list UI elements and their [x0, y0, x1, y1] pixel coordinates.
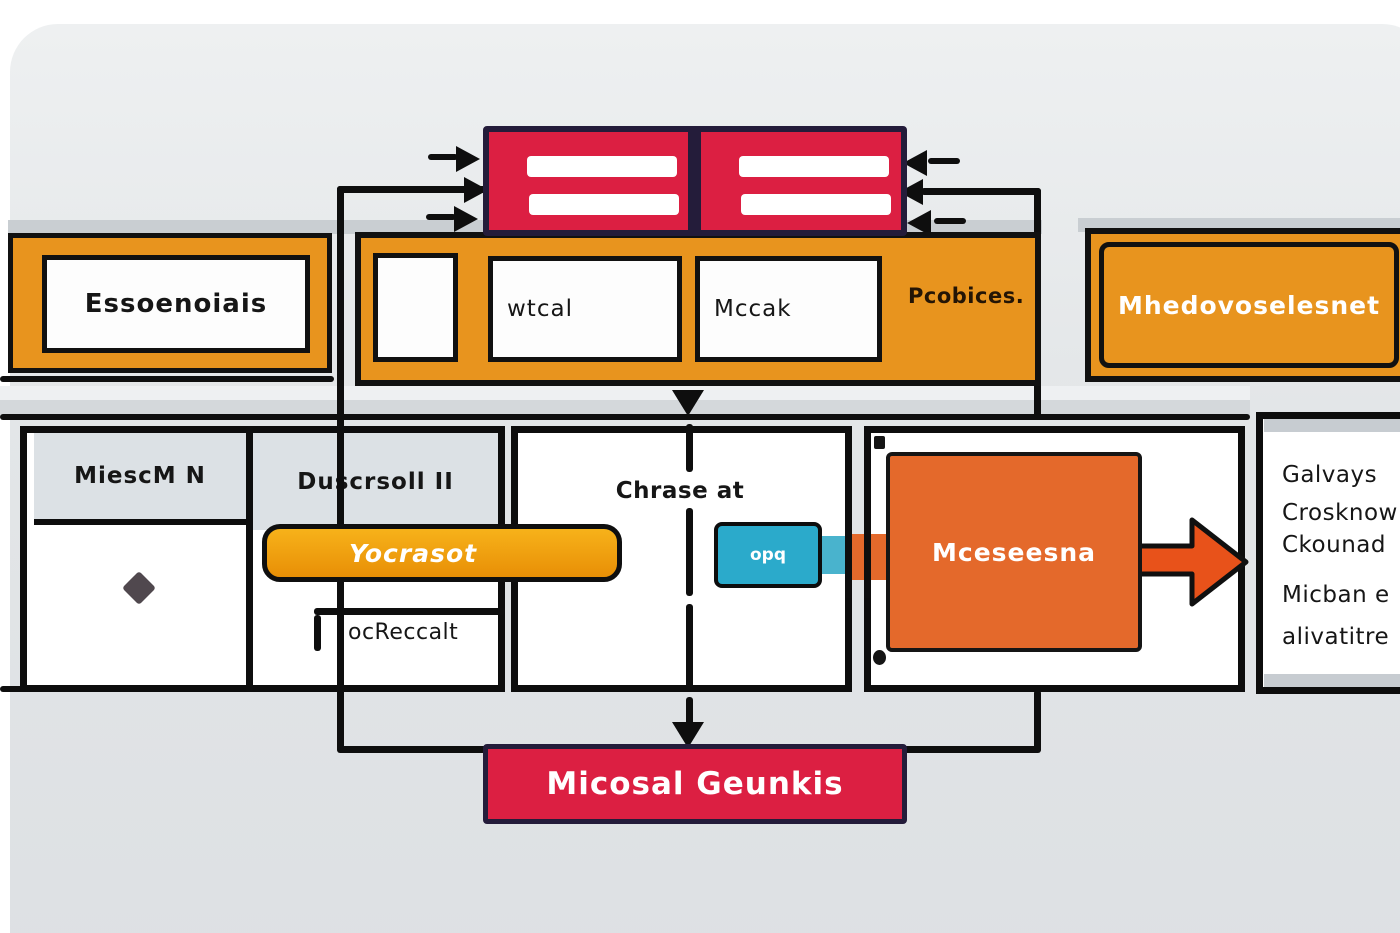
midband-top-line	[0, 414, 1250, 420]
panel-right-list	[1256, 412, 1400, 694]
arrow-left-icon	[903, 150, 927, 176]
top-center-cell-b: Mccak	[695, 256, 882, 362]
connector-bottom-right-horizontal	[901, 746, 1041, 753]
connector-top-right-horizontal	[921, 188, 1041, 195]
amber-bar: Yocrasot	[262, 524, 622, 582]
panel-left-col2-header: Duscrsoll II	[253, 433, 498, 530]
record-row-top-line	[314, 608, 505, 615]
bottom-red-banner: Micosal Geunkis	[483, 744, 907, 824]
right-list-line-1: Galvays	[1282, 462, 1378, 488]
arrow-right-icon	[454, 206, 478, 232]
process-box: Mceseesna	[886, 452, 1142, 652]
corner-dot-bottom	[873, 650, 886, 665]
panel-left-col1-header: MiescM N	[34, 433, 246, 525]
panel-left-column-divider	[246, 426, 253, 692]
panel-right-top-strip	[1264, 419, 1400, 432]
top-right-orange-box: Mhedovoselesnet	[1085, 228, 1400, 382]
record-label: ocReccalt	[348, 620, 459, 645]
teal-chip: opq	[714, 522, 822, 588]
panel-left-col1-header-label: MiescM N	[74, 463, 206, 489]
center-line-seg3	[686, 604, 693, 690]
banner-stripe	[741, 194, 891, 215]
process-box-label: Mceseesna	[932, 537, 1096, 567]
teal-chip-label: opq	[749, 545, 787, 565]
arrow-down-icon	[672, 390, 704, 416]
arrow-down-icon	[672, 722, 704, 748]
white-band-mid	[0, 386, 1250, 402]
center-line-seg4	[686, 697, 693, 725]
banner-stripe	[529, 194, 679, 215]
arrow-right-icon	[456, 146, 480, 172]
right-list-line-4: Micban e	[1282, 582, 1390, 608]
cell-b-label: Mccak	[714, 296, 792, 322]
panel-border-overlay-2	[864, 520, 871, 598]
arrow-stub-right-2	[934, 218, 966, 224]
top-left-box: Essoenoiais	[42, 255, 310, 353]
connector-top-left-horizontal	[337, 186, 489, 193]
provider-label: Pcobices.	[908, 284, 1025, 308]
bottom-banner-label: Micosal Geunkis	[546, 766, 844, 802]
top-left-box-label: Essoenoiais	[84, 289, 268, 319]
top-center-empty-cell	[373, 253, 458, 362]
center-line-seg1	[686, 424, 693, 472]
panel-left-col2-header-label: Duscrsoll II	[297, 468, 454, 495]
center-line-seg2	[686, 508, 693, 596]
right-list-line-5: alivatitre	[1282, 624, 1390, 650]
top-right-box-label: Mhedovoselesnet	[1117, 290, 1381, 320]
panel-right-bottom-strip	[1264, 674, 1400, 687]
banner-stripe	[527, 156, 677, 177]
right-list-line-3: Ckounad	[1282, 532, 1386, 558]
arrow-stub-left-2	[426, 214, 456, 220]
connector-vertical-left	[337, 186, 344, 752]
connector-vertical-right-lower	[1034, 690, 1041, 752]
record-row-bracket	[314, 615, 321, 651]
right-list-line-2: Crosknow	[1282, 500, 1398, 526]
banner-divider	[688, 130, 701, 232]
top-left-underline	[0, 376, 334, 382]
cell-a-label: wtcal	[507, 296, 573, 322]
arrow-stub-left-1	[428, 154, 458, 160]
panel-center-title: Chrase at	[615, 478, 745, 504]
amber-bar-label: Yocrasot	[349, 538, 478, 568]
arrow-left-icon	[907, 210, 931, 236]
panel-border-overlay-1	[845, 520, 852, 598]
banner-stripe	[739, 156, 889, 177]
arrow-stub-right-1	[928, 158, 960, 164]
top-right-inner-frame: Mhedovoselesnet	[1099, 242, 1399, 368]
corner-dot-top	[874, 436, 885, 449]
midband-bottom-stub	[0, 686, 24, 692]
connector-bottom-left-horizontal	[337, 746, 489, 753]
grey-band-mid	[0, 400, 1250, 416]
process-arrow-right-icon	[1130, 517, 1249, 607]
top-red-banner	[483, 126, 907, 236]
top-center-cell-a: wtcal	[488, 256, 682, 362]
